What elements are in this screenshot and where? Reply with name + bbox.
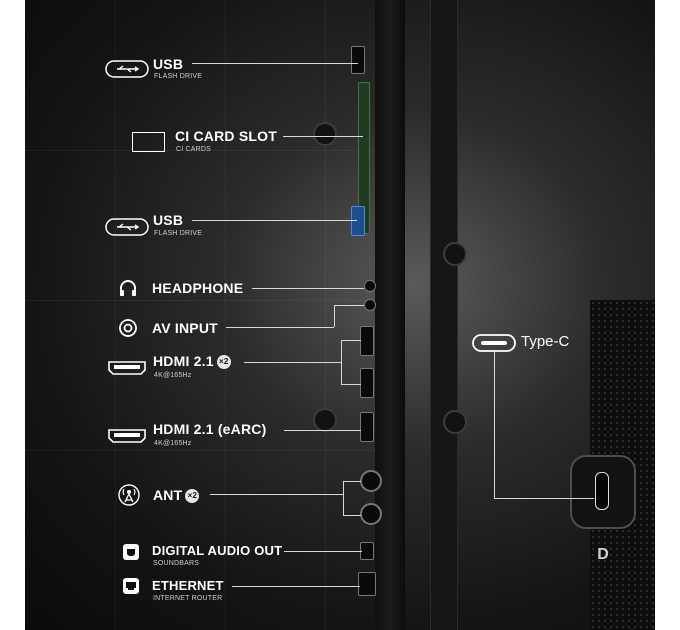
chassis-rib <box>325 0 326 630</box>
hdmi-earc-title: HDMI 2.1 (eARC) <box>153 421 267 437</box>
type-c-icon <box>472 334 516 352</box>
type-c-housing <box>570 455 636 529</box>
ethernet-subtitle: INTERNET ROUTER <box>153 595 223 602</box>
hdmi-earc-port <box>360 412 374 442</box>
hdmi-earc-subtitle: 4K@165Hz <box>154 440 192 447</box>
usb-icon <box>105 60 149 78</box>
av-input-icon <box>119 319 137 337</box>
hdmi-icon <box>108 361 146 375</box>
leader-line <box>284 430 361 431</box>
chassis-rib <box>115 0 116 630</box>
av-jack <box>364 299 376 311</box>
leader-line <box>494 352 495 498</box>
optical-title: DIGITAL AUDIO OUT <box>152 543 283 558</box>
leader-line <box>252 288 364 289</box>
optical-subtitle: SOUNDBARS <box>153 560 200 567</box>
hdmi21-title-text: HDMI 2.1 <box>153 353 214 369</box>
leader-line <box>226 327 334 328</box>
hdmi-port-2 <box>360 368 374 398</box>
leader-line <box>341 384 361 385</box>
ethernet-icon <box>123 578 139 594</box>
hdmi-port-1 <box>360 326 374 356</box>
ant-title: ANT×2 <box>153 487 200 504</box>
chassis-rib <box>225 0 226 630</box>
leader-line <box>494 498 594 499</box>
antenna-port-2 <box>360 503 382 525</box>
usb-icon <box>105 218 149 236</box>
usb-port-2-blue <box>351 206 365 236</box>
ant-count-badge: ×2 <box>185 489 200 504</box>
leader-line <box>283 136 363 137</box>
rear-panel-photo: D <box>25 0 655 630</box>
av-title: AV INPUT <box>152 320 218 336</box>
type-c-label: Type-C <box>521 333 570 350</box>
usb-2-subtitle: FLASH DRIVE <box>154 230 203 237</box>
leader-line <box>343 481 344 515</box>
leader-line <box>284 551 362 552</box>
ant-title-text: ANT <box>153 487 183 503</box>
side-speaker-grille <box>590 300 655 630</box>
chassis-rib <box>25 450 375 451</box>
headphone-title: HEADPHONE <box>152 280 244 296</box>
hdmi21-title: HDMI 2.1×2 <box>153 353 231 370</box>
optical-audio-icon <box>123 544 139 560</box>
usb-1-title: USB <box>153 56 184 72</box>
leader-line <box>343 515 361 516</box>
type-c-port <box>595 472 609 510</box>
usb-port-1 <box>351 46 365 74</box>
headphone-jack <box>364 280 376 292</box>
leader-line <box>192 220 357 221</box>
hdmi-icon <box>108 429 146 443</box>
leader-line <box>334 305 364 306</box>
antenna-port-1 <box>360 470 382 492</box>
leader-line <box>210 494 343 495</box>
leader-line <box>334 305 335 327</box>
optical-port <box>360 542 374 560</box>
usb-1-subtitle: FLASH DRIVE <box>154 73 203 80</box>
chassis-rib <box>25 150 375 151</box>
brand-mark: D <box>597 546 609 563</box>
ethernet-title: ETHERNET <box>152 578 224 593</box>
screw <box>313 122 337 146</box>
leader-line <box>244 362 341 363</box>
hdmi21-count-badge: ×2 <box>216 355 231 370</box>
connector-strip <box>375 0 405 630</box>
chassis-rib <box>25 300 375 301</box>
screw <box>313 408 337 432</box>
screw <box>443 242 467 266</box>
leader-line <box>192 63 358 64</box>
leader-line <box>343 481 361 482</box>
leader-line <box>341 340 342 384</box>
headphone-icon <box>120 280 136 296</box>
ci-title: CI CARD SLOT <box>175 128 277 144</box>
ethernet-port <box>358 572 376 596</box>
ci-card-icon <box>132 132 165 152</box>
leader-line <box>341 340 361 341</box>
screw <box>443 410 467 434</box>
port-label-strip <box>430 0 458 630</box>
ci-subtitle: CI CARDS <box>176 146 212 153</box>
hdmi21-subtitle: 4K@165Hz <box>154 372 192 379</box>
usb-2-title: USB <box>153 212 184 228</box>
leader-line <box>232 586 360 587</box>
antenna-icon <box>118 484 140 506</box>
